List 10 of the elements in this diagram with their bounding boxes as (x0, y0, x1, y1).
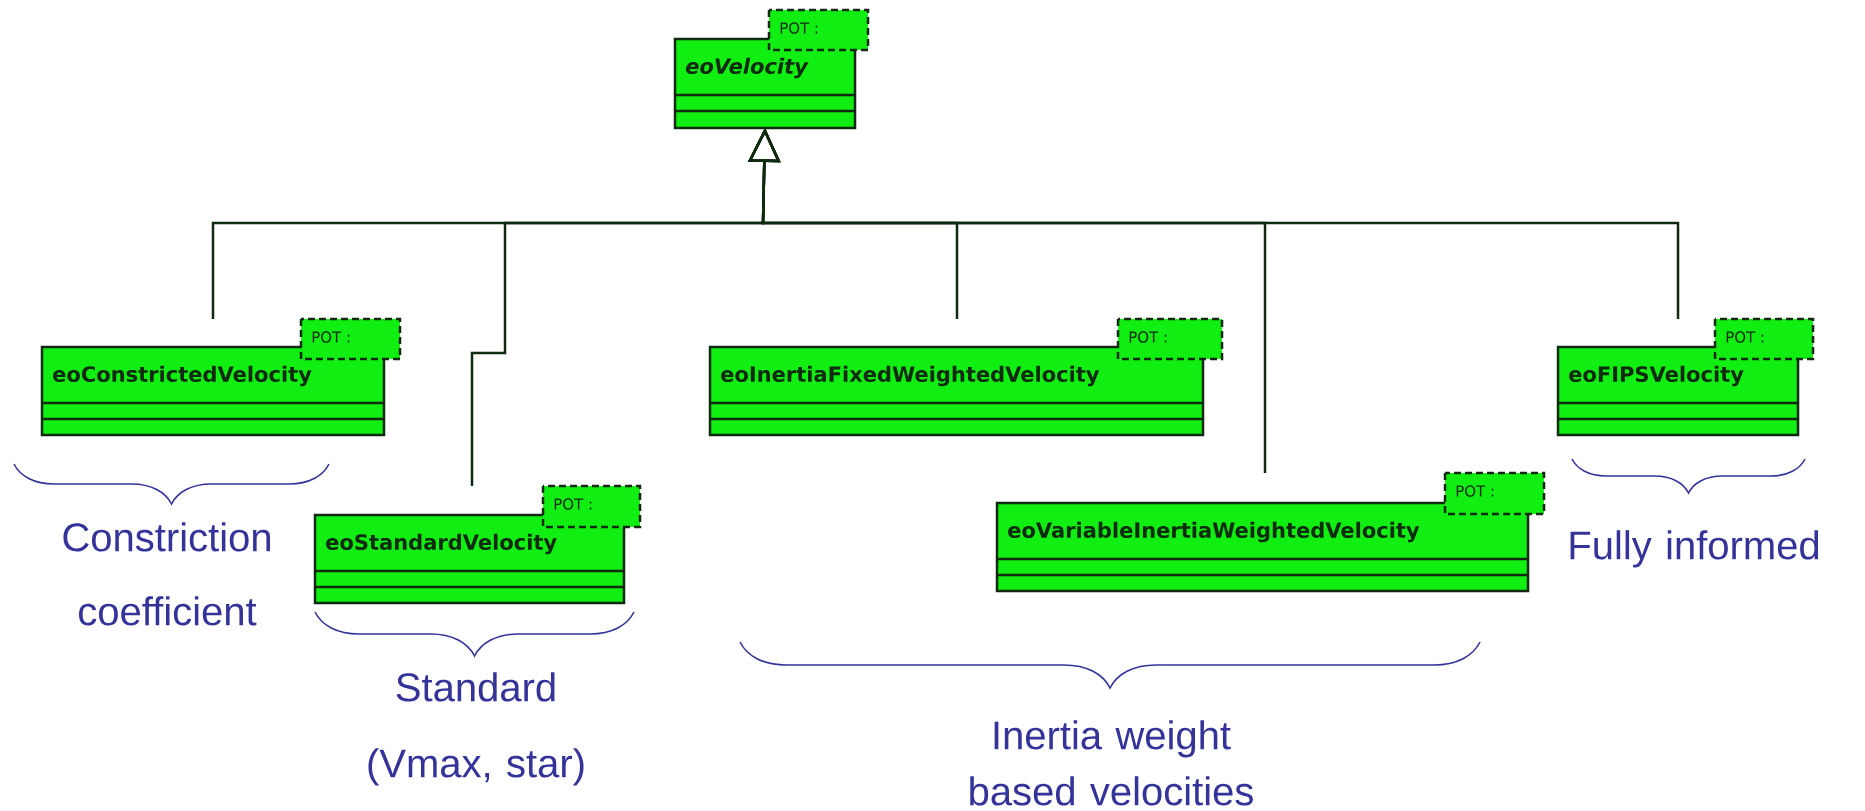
template-box: POT : (541, 484, 642, 529)
template-box: POT : (1443, 471, 1546, 516)
brace-label: Standard (Vmax, star) (368, 672, 584, 786)
template-box: POT : (299, 317, 402, 361)
brace-label: Fully informed (1570, 530, 1819, 568)
template-box: POT : (767, 8, 870, 52)
template-box: POT : (1116, 317, 1224, 361)
template-box: POT : (1713, 317, 1815, 361)
brace-label: Constriction coefficient (63, 522, 270, 626)
brace-label: Inertia weight based velocities (970, 720, 1253, 806)
